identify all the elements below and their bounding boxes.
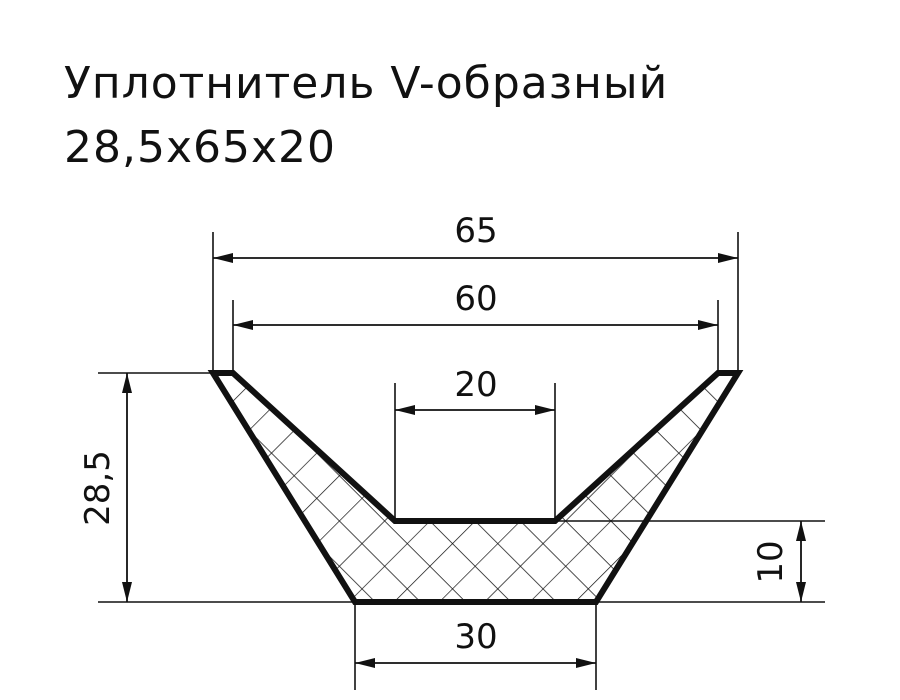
dim-label-30: 30	[454, 617, 497, 657]
seal-cross-section	[207, 370, 744, 605]
dim-label-65: 65	[454, 211, 497, 251]
dim-label-20: 20	[454, 365, 497, 405]
drawing-subtitle-size: 28,5x65x20	[64, 122, 337, 173]
dim-label-10: 10	[751, 540, 791, 583]
dim-label-28-5: 28,5	[78, 450, 118, 526]
drawing-title: Уплотнитель V-образный	[64, 58, 669, 109]
dim-label-60: 60	[454, 279, 497, 319]
